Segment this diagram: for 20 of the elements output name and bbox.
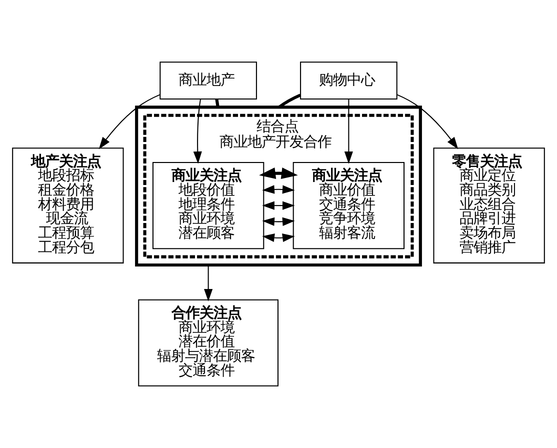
node-box: 购物中心 — [300, 62, 398, 100]
cluster — [135, 106, 422, 267]
node-box: 商业地产 — [160, 62, 257, 100]
arrow — [193, 99, 202, 164]
arrow — [259, 168, 298, 179]
arrow — [262, 201, 295, 210]
node-box: 合作关注点 商业环境 潜在价值 辐射与潜在顾客 交通条件 — [138, 299, 278, 386]
arrow — [262, 233, 295, 242]
arrow — [204, 265, 213, 302]
node-box: 商业关注点 地段价值 地理条件 商业环境 潜在顾客 — [152, 162, 264, 250]
node-box: 地产关注点 地段招标 租金价格 材料费用 现金流 工程预算 工程分包 — [12, 148, 124, 264]
node-box: 商业关注点 商业价值 交通条件 竞争环境 辐射客流 — [292, 162, 405, 250]
connector — [278, 94, 301, 108]
arrow — [344, 99, 353, 164]
node-box: 零售关注点 商业定位 商品类别 业态组合 品牌引进 卖场布局 营销推广 — [433, 148, 545, 264]
connector — [215, 98, 220, 108]
arrow — [262, 185, 295, 194]
arrow — [396, 94, 458, 150]
arrow — [98, 94, 160, 150]
arrow — [262, 217, 295, 226]
